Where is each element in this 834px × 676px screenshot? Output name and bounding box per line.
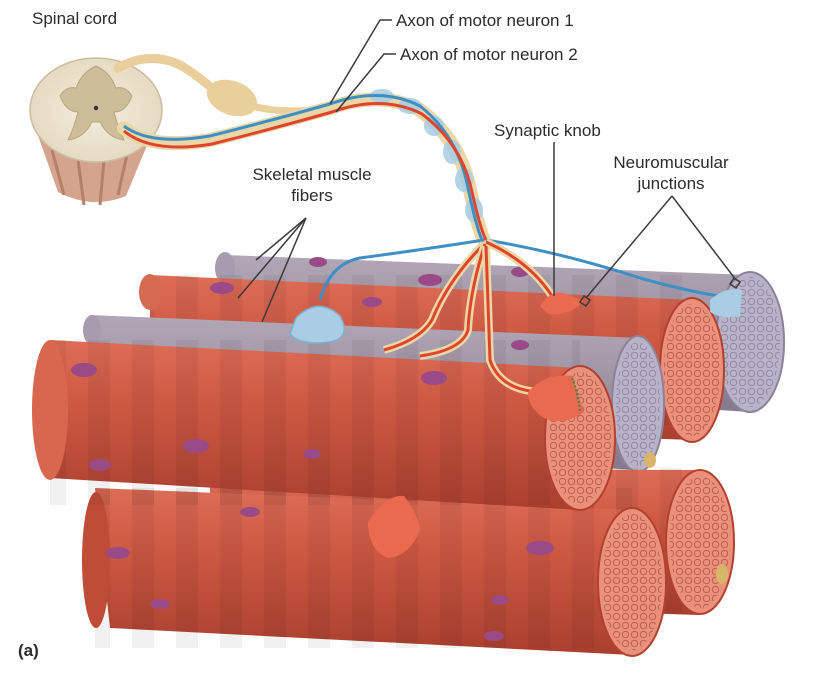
leader-fiber-2 xyxy=(237,217,307,299)
label-skeletal-line-1: Skeletal muscle xyxy=(252,165,372,184)
label-skeletal-line-2: fibers xyxy=(291,186,333,205)
label-synaptic-knob: Synaptic knob xyxy=(494,121,601,140)
axon-branches xyxy=(318,238,721,396)
label-axon-motor-neuron-1: Axon of motor neuron 1 xyxy=(396,11,574,30)
synaptic-knobs xyxy=(289,289,742,558)
leader-fiber-3 xyxy=(261,217,307,323)
leader-junction-1 xyxy=(585,195,673,299)
leader-axon-1 xyxy=(329,19,392,105)
junction-marker-1 xyxy=(578,294,592,308)
label-neuromuscular-junctions: Neuromuscular junctions xyxy=(596,152,746,194)
leader-axon-2 xyxy=(335,53,396,113)
muscle-fiber-front xyxy=(32,340,616,511)
motor-axon-bundle xyxy=(117,89,491,247)
label-spinal-cord: Spinal cord xyxy=(32,9,118,28)
junction-marker-2 xyxy=(728,276,742,290)
label-neuromuscular-line-2: junctions xyxy=(637,174,705,193)
leader-lines xyxy=(237,19,742,323)
label-axon-motor-neuron-2: Axon of motor neuron 2 xyxy=(400,45,578,64)
leader-fiber-1 xyxy=(255,217,307,261)
panel-label: (a) xyxy=(18,641,39,660)
leader-junction-2 xyxy=(671,195,737,281)
label-neuromuscular-line-1: Neuromuscular xyxy=(613,153,729,172)
label-skeletal-muscle-fibers: Skeletal muscle fibers xyxy=(232,164,392,206)
muscle-fiber-bottom-front xyxy=(82,488,667,657)
